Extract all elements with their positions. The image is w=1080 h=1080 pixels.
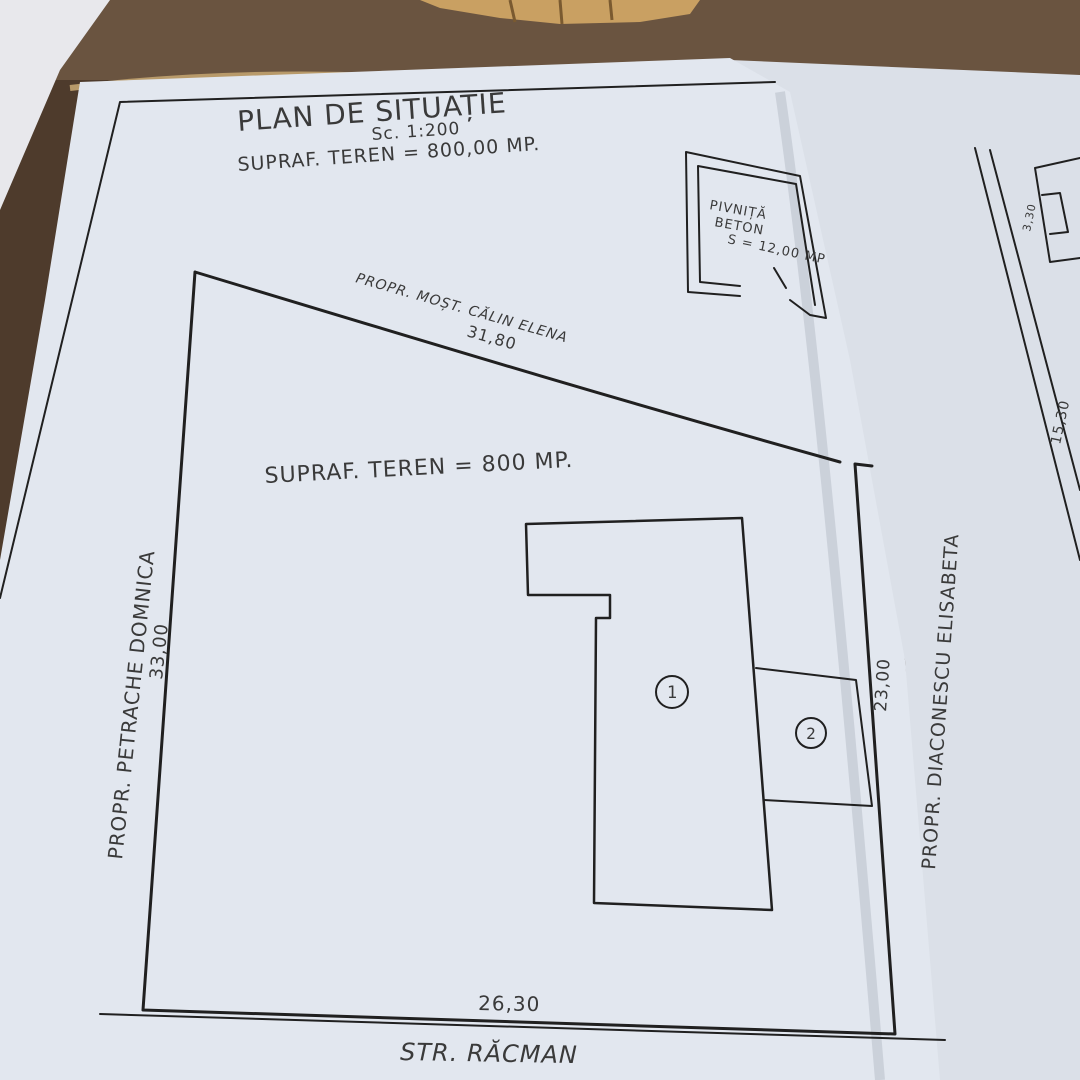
building-2-number: 2: [806, 724, 816, 743]
wooden-object-detail: [508, 0, 614, 25]
main-sheet: [0, 58, 940, 1080]
next-sheet-walls: [1034, 157, 1080, 263]
street-name-label: STR. RĂCMAN: [400, 1037, 578, 1069]
sheet-frame: [0, 81, 776, 599]
cellar-outline: [685, 151, 827, 319]
south-length-label: 26,30: [478, 991, 541, 1016]
next-sheet-frame: [974, 147, 1080, 561]
building-2-marker: [795, 717, 827, 749]
street-line: [99, 1013, 946, 1041]
east-length-label: 23,00: [871, 657, 895, 712]
next-sheet-dim-small: 3,30: [1020, 202, 1039, 233]
fold-shadow: [775, 91, 885, 1080]
building-1-marker: [655, 675, 689, 709]
building-2-outline: [755, 667, 873, 807]
lot-boundary: [141, 270, 897, 1036]
building-1-outline: [524, 516, 774, 912]
left-paper-edge: [0, 0, 110, 210]
building-1-number: 1: [667, 683, 677, 703]
